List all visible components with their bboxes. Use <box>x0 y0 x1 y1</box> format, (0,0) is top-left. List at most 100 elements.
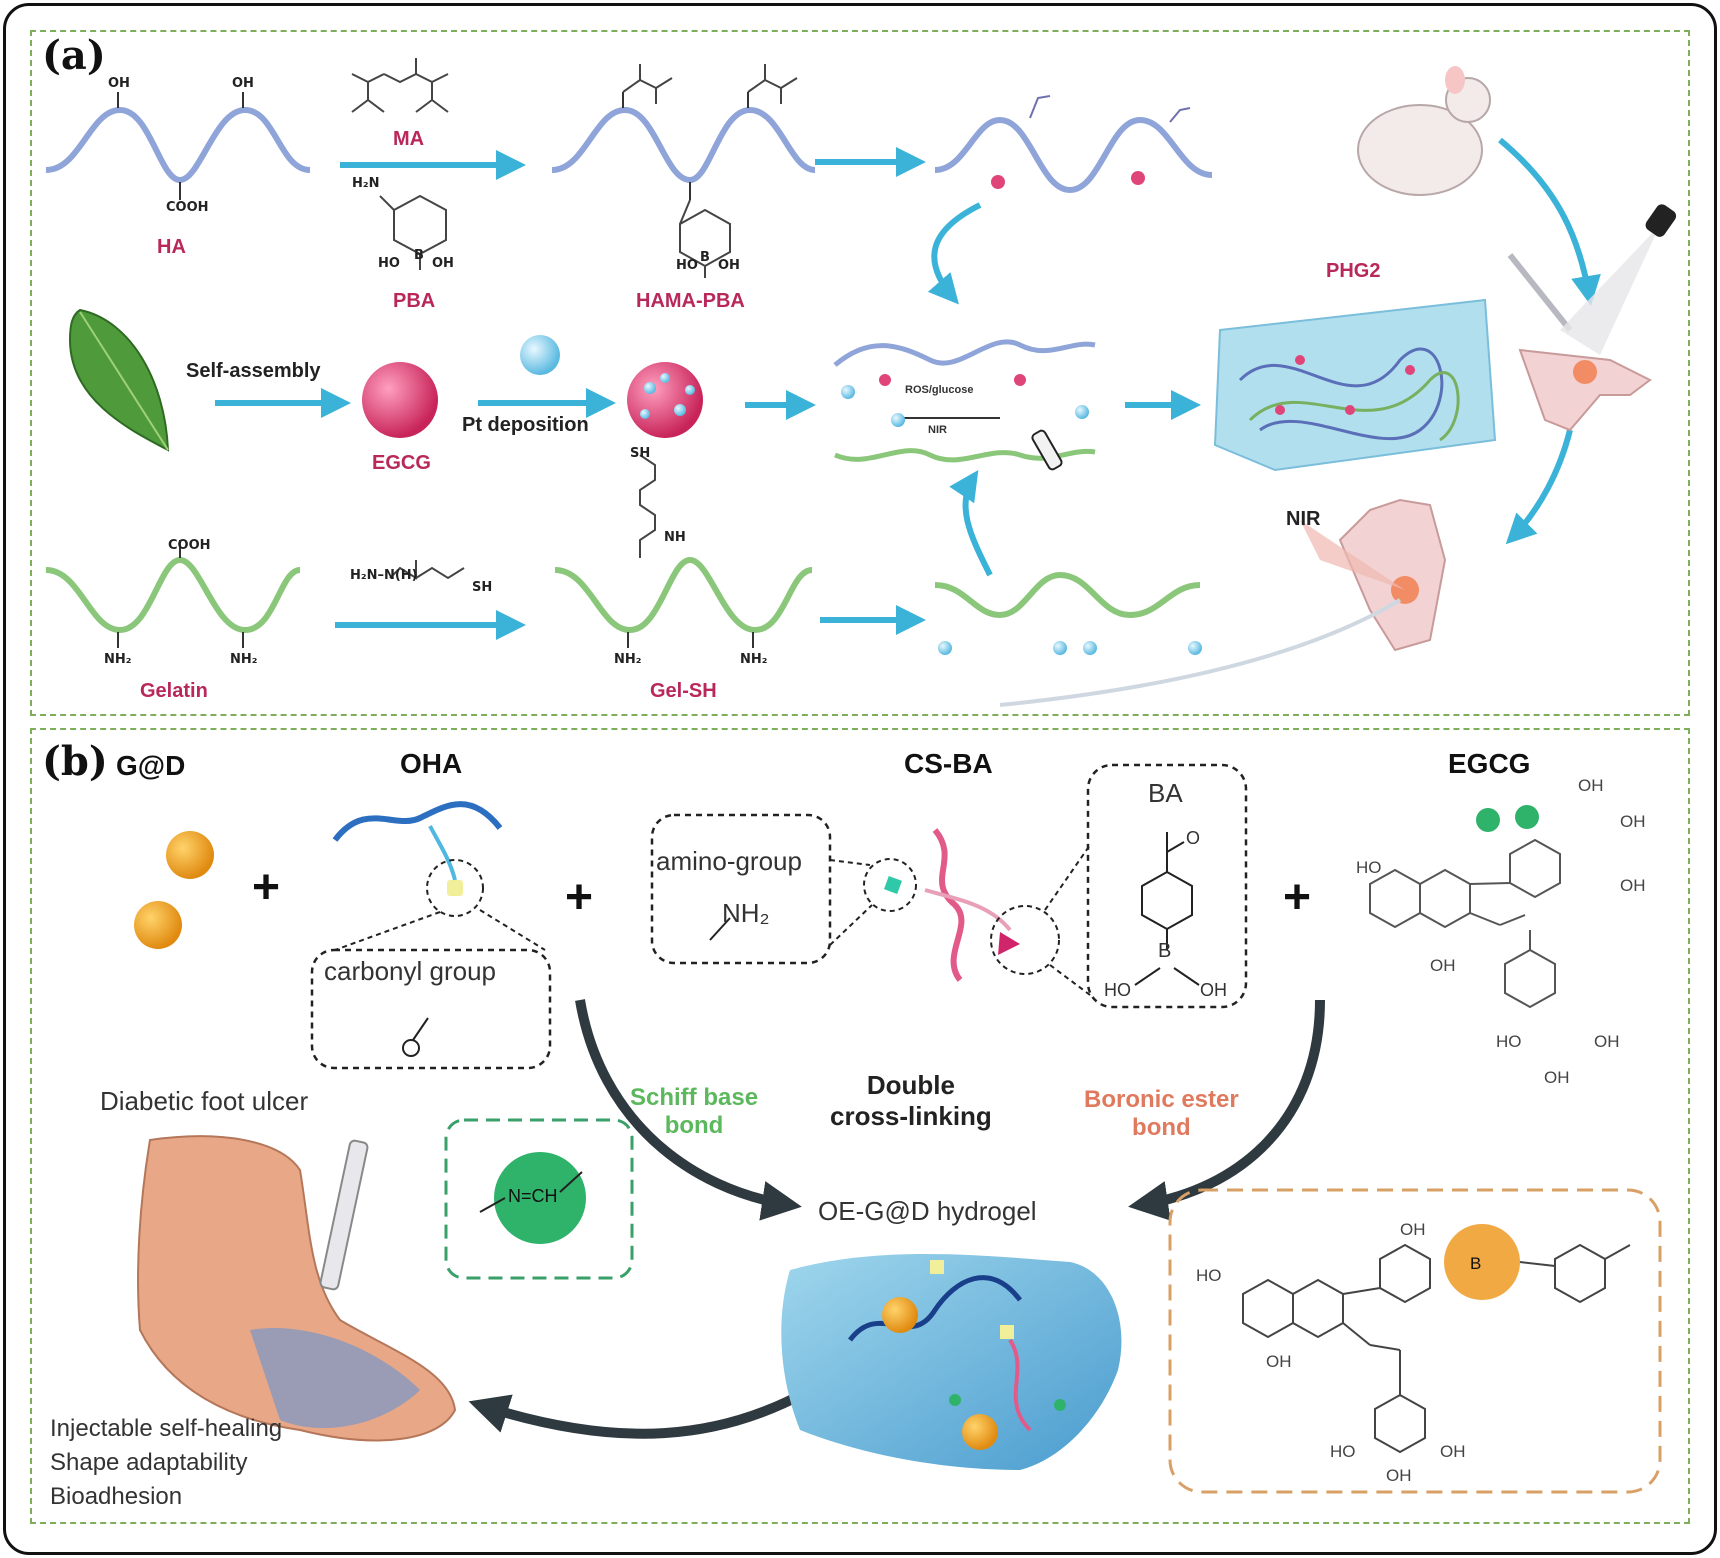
pba-b: B <box>414 248 424 263</box>
feature-item: Shape adaptability <box>50 1449 248 1476</box>
schiff-base-line-2: bond <box>664 1112 724 1139</box>
pba-h2n: H₂N <box>352 176 380 191</box>
hand-nir-icon <box>1338 498 1447 652</box>
figure-frame <box>3 3 1717 1555</box>
arrow-right-to-hydrogel <box>1128 999 1325 1221</box>
gad-ball-1 <box>166 831 214 879</box>
pt-star-2 <box>1131 171 1145 185</box>
gad-ball-2 <box>134 901 182 949</box>
ha-chain <box>45 106 311 184</box>
gel-sh-side-chain <box>639 454 656 558</box>
ha-oh-1: OH <box>108 76 130 91</box>
schiff-base-box <box>444 1118 634 1280</box>
ma-label: MA <box>393 128 425 150</box>
boronic-ester-box <box>1168 1188 1662 1494</box>
arrow-up-to-network <box>949 470 993 577</box>
boronic-ester-circle <box>1444 1224 1520 1300</box>
ba-boron: B <box>1158 940 1172 962</box>
foot-syringe-icon <box>319 1139 369 1291</box>
leaf-icon <box>68 308 170 452</box>
schiff-base-circle <box>494 1152 586 1244</box>
oha-label: OHA <box>400 748 463 779</box>
hama-oh: OH <box>718 258 740 273</box>
pt-egcg-sphere <box>627 362 703 438</box>
n-ch-label: N=CH <box>508 1186 558 1206</box>
gelatin-chain <box>45 556 301 634</box>
gel-sh-sh: SH <box>630 446 651 461</box>
hama-pba-label: HAMA-PBA <box>636 290 745 312</box>
ester-oh-4: OH <box>1386 1466 1412 1485</box>
gel-sh-nh2-2: NH₂ <box>740 652 768 667</box>
mouse-icon <box>1357 104 1483 196</box>
feature-item: Bioadhesion <box>50 1483 183 1510</box>
nir-beam <box>1300 520 1405 590</box>
network-ha-chain <box>833 339 1096 367</box>
egcg-oh-4: OH <box>1430 956 1456 975</box>
cs-ba-label: CS-BA <box>904 748 993 779</box>
ester-oh-1: OH <box>1400 1220 1426 1239</box>
hydrazide-structure <box>389 560 465 580</box>
egcg-oh-2: OH <box>1620 812 1646 831</box>
ba-ring <box>1141 870 1193 931</box>
foot-treated-area <box>250 1328 420 1429</box>
amino-group-box <box>650 813 832 965</box>
ester-boron: B <box>1470 1254 1482 1273</box>
gel-sh-label: Gel-SH <box>650 680 717 702</box>
arrow-injection-to-nir <box>1505 429 1573 545</box>
schiff-base-label: Schiff base bond <box>630 1084 758 1140</box>
ba-zoom-circle <box>990 905 1060 975</box>
hydrazide-label: H₂N–N(H) <box>350 568 418 583</box>
nir-fiber-cable <box>999 598 1402 707</box>
egcg-dot-2 <box>1515 805 1539 829</box>
ha-label: HA <box>157 236 186 258</box>
ba-carbonyl-o: O <box>1186 828 1201 848</box>
plus-2: + <box>565 871 594 924</box>
panel-a-label: (a) <box>42 32 106 79</box>
arrow-mouse-to-injection <box>1498 137 1601 306</box>
arrow-down-to-network <box>927 202 982 305</box>
pba-ring <box>393 194 447 256</box>
ba-marker <box>998 932 1020 955</box>
arrow-left-to-hydrogel <box>575 999 802 1221</box>
gelatin-label: Gelatin <box>140 680 208 702</box>
carbonyl-marker <box>447 880 463 896</box>
egcg-ho-2: HO <box>1496 1032 1522 1051</box>
egcg-dot-1 <box>1476 808 1500 832</box>
pba-oh: OH <box>432 256 454 271</box>
ester-ho-1: HO <box>1196 1266 1222 1285</box>
diabetic-foot-label: Diabetic foot ulcer <box>100 1086 309 1116</box>
gel-modified-chain <box>934 571 1201 619</box>
pba-ho: HO <box>378 256 400 271</box>
phg2-label: PHG2 <box>1326 260 1381 282</box>
ha-oh-2: OH <box>232 76 254 91</box>
boronic-line-1: Boronic ester <box>1084 1086 1239 1113</box>
boronic-ester-label: Boronic ester bond <box>1084 1086 1239 1142</box>
ba-ho: HO <box>1104 980 1131 1000</box>
ester-ho-2: HO <box>1330 1442 1356 1461</box>
egcg-oh-5: OH <box>1594 1032 1620 1051</box>
nir-laser-small <box>1031 429 1063 471</box>
plus-1: + <box>252 861 281 914</box>
pt-deposition-label: Pt deposition <box>462 414 589 436</box>
pt-sphere <box>520 335 560 375</box>
self-assembly-label: Self-assembly <box>186 360 321 382</box>
ester-oh-3: OH <box>1440 1442 1466 1461</box>
nir-laser-device <box>1645 204 1677 237</box>
egcg-oh-3: OH <box>1620 876 1646 895</box>
ba-label: BA <box>1148 778 1183 808</box>
schiff-base-line-1: Schiff base <box>630 1084 759 1111</box>
hama-b: B <box>700 250 710 265</box>
egcg-label-b: EGCG <box>1448 748 1531 779</box>
panel-b-border <box>30 728 1690 1524</box>
gelatin-nh2-1: NH₂ <box>104 652 132 667</box>
boronic-ester-structure <box>1242 1243 1631 1454</box>
pt-star-1 <box>991 175 1005 189</box>
hama-ho: HO <box>676 258 698 273</box>
ha-cooh: COOH <box>166 200 209 215</box>
egcg-structure <box>1369 838 1561 1009</box>
nir-small-label: NIR <box>928 424 947 436</box>
ester-oh-2: OH <box>1266 1352 1292 1371</box>
gelatin-cooh: COOH <box>168 538 211 553</box>
gel-sh-nh: NH <box>664 530 686 545</box>
